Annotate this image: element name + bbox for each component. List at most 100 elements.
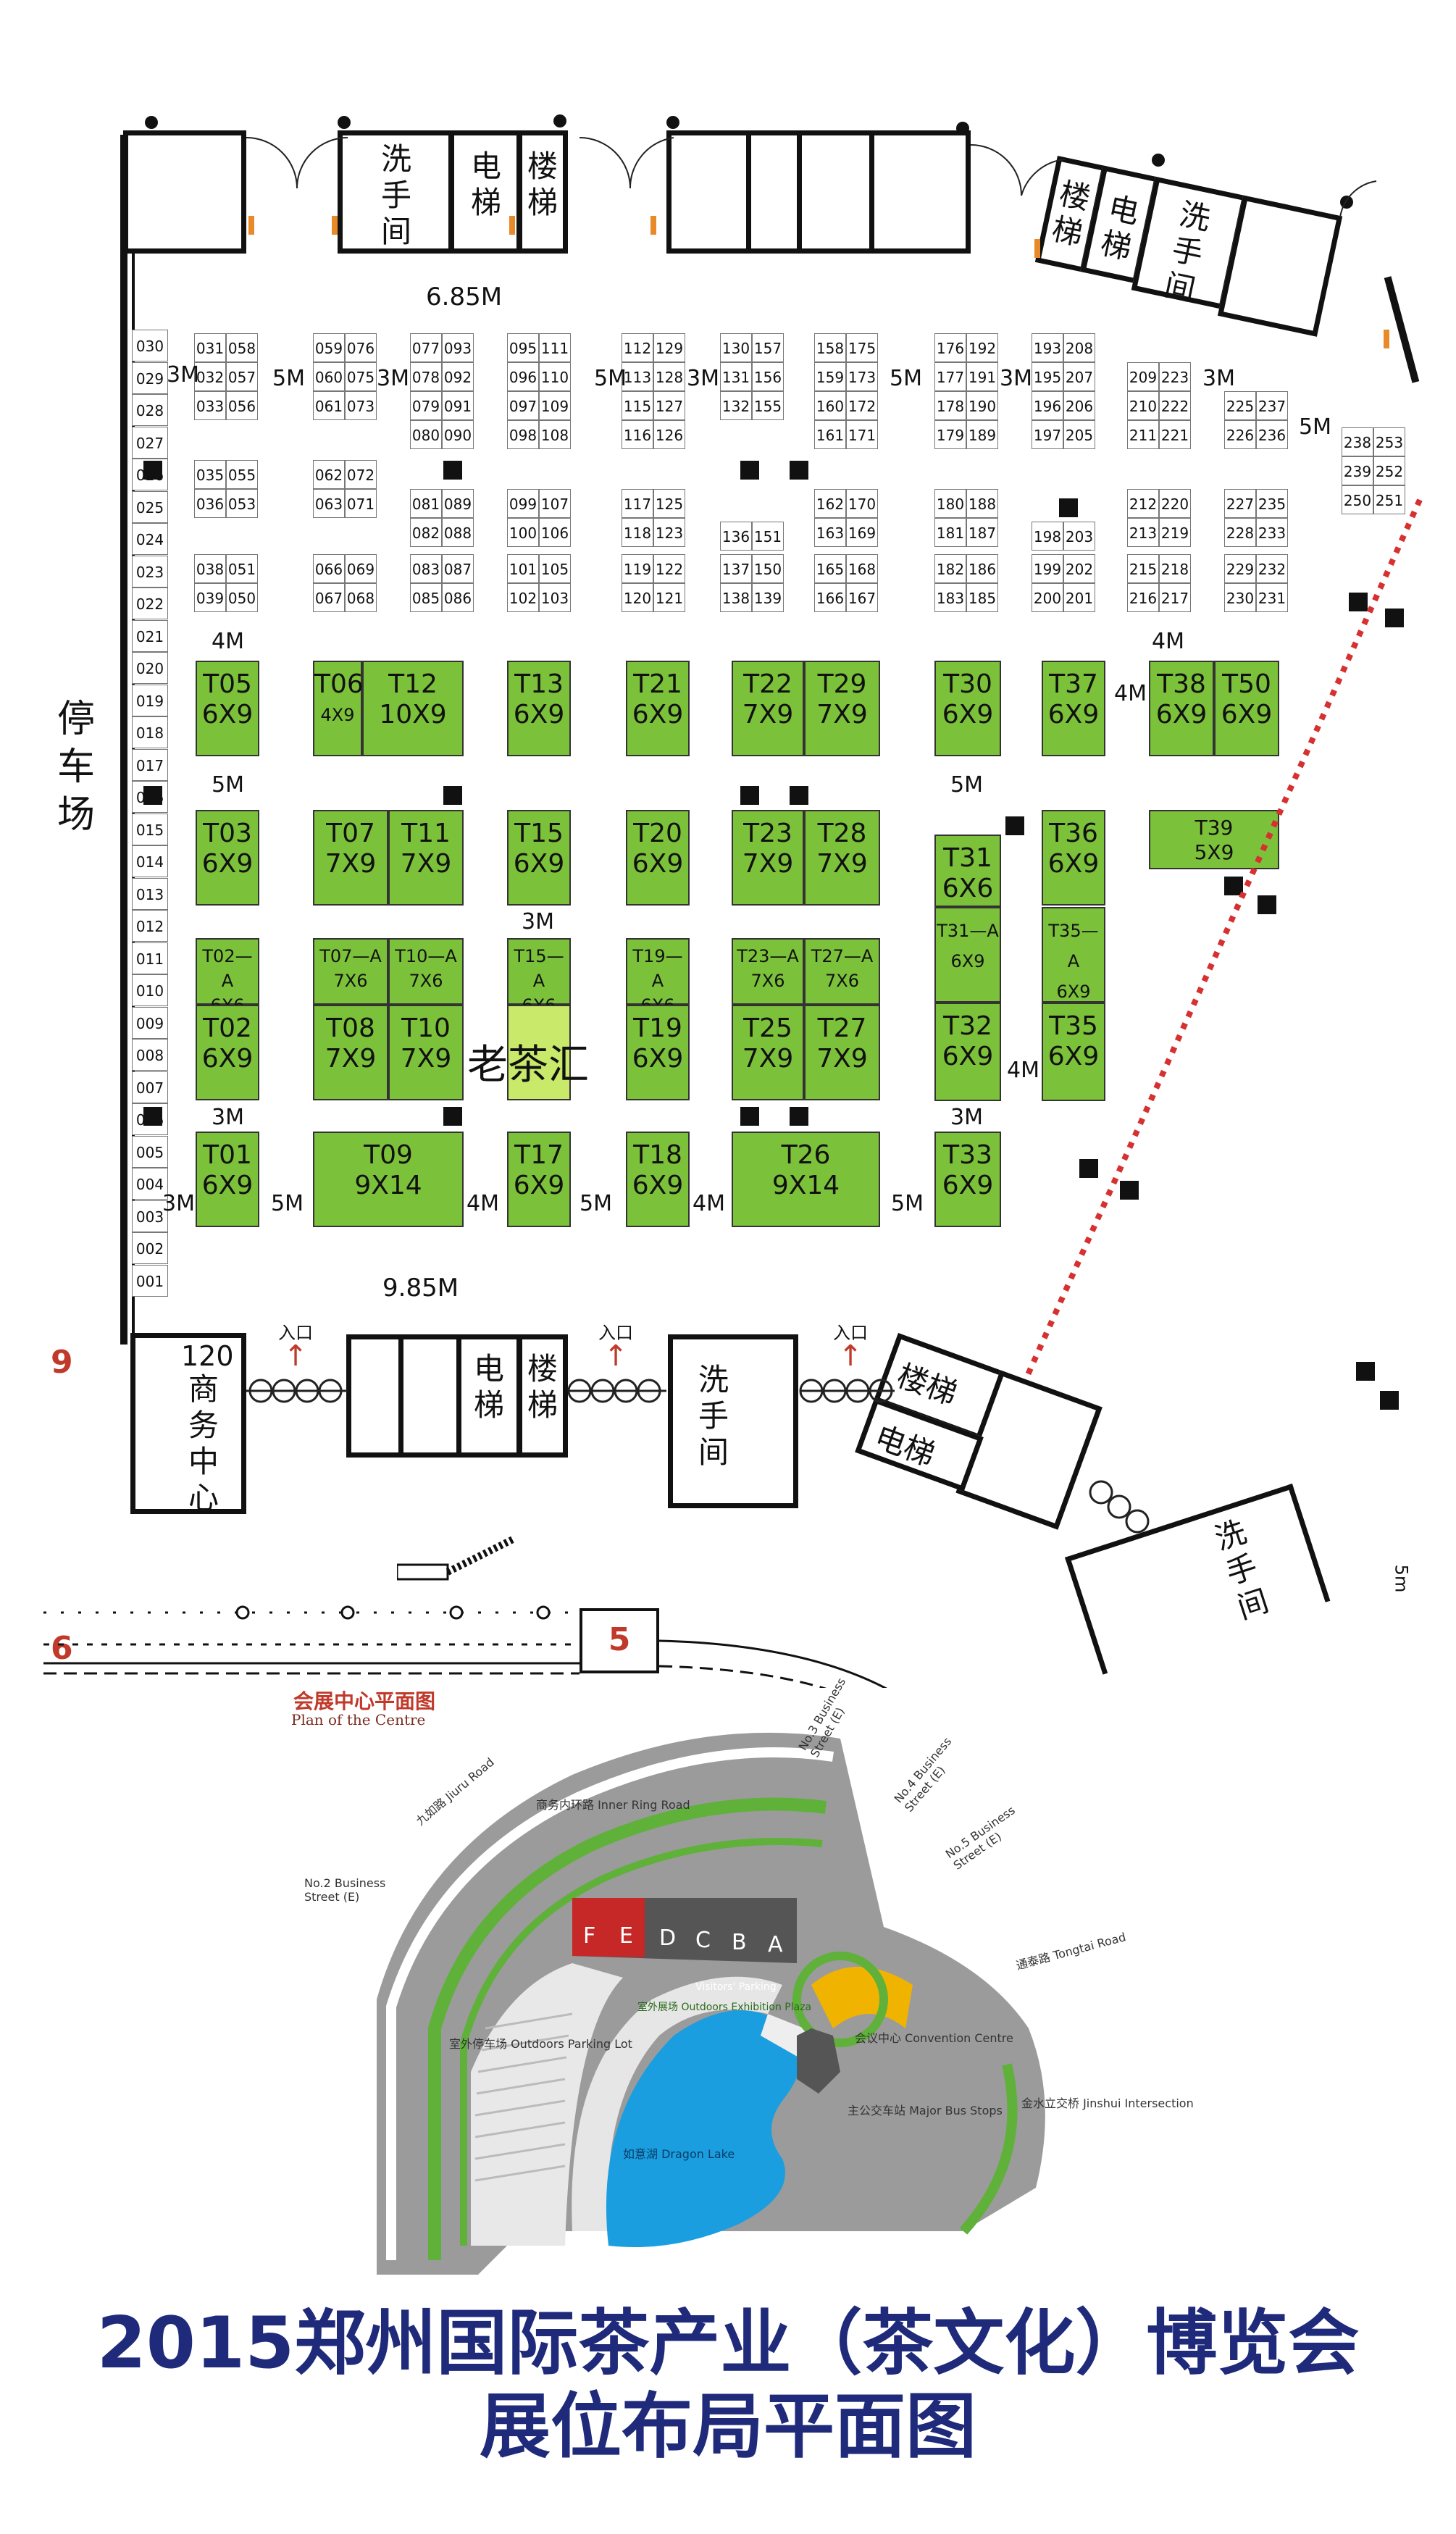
booth-221: 221 <box>1159 420 1191 449</box>
booth-010: 010 <box>132 974 168 1006</box>
booth-239: 239 <box>1342 456 1373 485</box>
booth-066: 066 <box>313 554 345 583</box>
top-room-2 <box>666 130 971 254</box>
booth-237: 237 <box>1256 391 1288 420</box>
booth-226: 226 <box>1224 420 1256 449</box>
booth-size: 4X9 <box>320 705 355 725</box>
booth-id: T27—A <box>811 946 874 966</box>
booth-076: 076 <box>345 333 377 362</box>
booth-035: 035 <box>194 460 226 489</box>
booth-073: 073 <box>345 391 377 420</box>
booth-163: 163 <box>814 518 846 547</box>
hall-E: E <box>619 1923 633 1949</box>
booth-id: T30 <box>943 669 992 699</box>
booth-024: 024 <box>132 523 168 555</box>
site-label-parking-lot: 室外停车场 Outdoors Parking Lot <box>449 2037 632 2051</box>
booth-062: 062 <box>313 460 345 489</box>
booth-081: 081 <box>410 489 442 518</box>
entrance-2[interactable]: 入口 ↑ <box>598 1318 633 1371</box>
site-label-bus-stops: 主公交车站 Major Bus Stops <box>848 2104 1003 2117</box>
booth-025: 025 <box>132 490 168 523</box>
booth-151: 151 <box>752 522 784 551</box>
entrance-1[interactable]: 入口 ↑ <box>278 1318 313 1371</box>
booth-id: T11 <box>401 819 451 848</box>
aisle-width-label: 5M <box>271 1191 304 1216</box>
booth-139: 139 <box>752 583 784 612</box>
pillar-dot <box>145 116 158 129</box>
booth-123: 123 <box>653 518 685 547</box>
booth-220: 220 <box>1159 489 1191 518</box>
booth-019: 019 <box>132 684 168 716</box>
booth-size: 6X9 <box>1056 982 1091 1002</box>
pillar <box>1005 816 1024 835</box>
booth-086: 086 <box>442 583 474 612</box>
booth-T35-A[interactable]: T35—A 6X9 <box>1042 907 1105 1003</box>
booth-size: 6X9 <box>632 849 684 879</box>
gate-5-box: 5 <box>580 1608 659 1673</box>
booth-size: 6X9 <box>942 1171 994 1200</box>
aisle-width-label: 3M <box>162 1191 195 1216</box>
business-center <box>130 1333 246 1514</box>
booth-115: 115 <box>622 391 653 420</box>
booth-253: 253 <box>1373 427 1405 456</box>
booth-size: 6X9 <box>632 1044 684 1074</box>
booth-id: T35—A <box>1048 921 1099 971</box>
booth-053: 053 <box>226 489 258 518</box>
pillar <box>740 1107 759 1126</box>
booth-251: 251 <box>1373 485 1405 514</box>
entrance-3[interactable]: 入口 ↑ <box>833 1318 868 1371</box>
booth-079: 079 <box>410 391 442 420</box>
booth-023: 023 <box>132 555 168 587</box>
booth-id: T02—A <box>202 946 253 991</box>
booth-size: 6X9 <box>942 700 994 729</box>
booth-201: 201 <box>1063 583 1095 612</box>
gate-5: 5 <box>608 1621 631 1658</box>
booth-id: T10 <box>401 1013 451 1043</box>
booth-id: T37 <box>1049 669 1098 699</box>
booth-216: 216 <box>1127 583 1159 612</box>
laochahui-slot[interactable] <box>507 1005 571 1100</box>
booth-156: 156 <box>752 362 784 391</box>
booth-id: T27 <box>817 1013 867 1043</box>
elevator-label-bottom: 电梯 <box>473 1351 504 1423</box>
